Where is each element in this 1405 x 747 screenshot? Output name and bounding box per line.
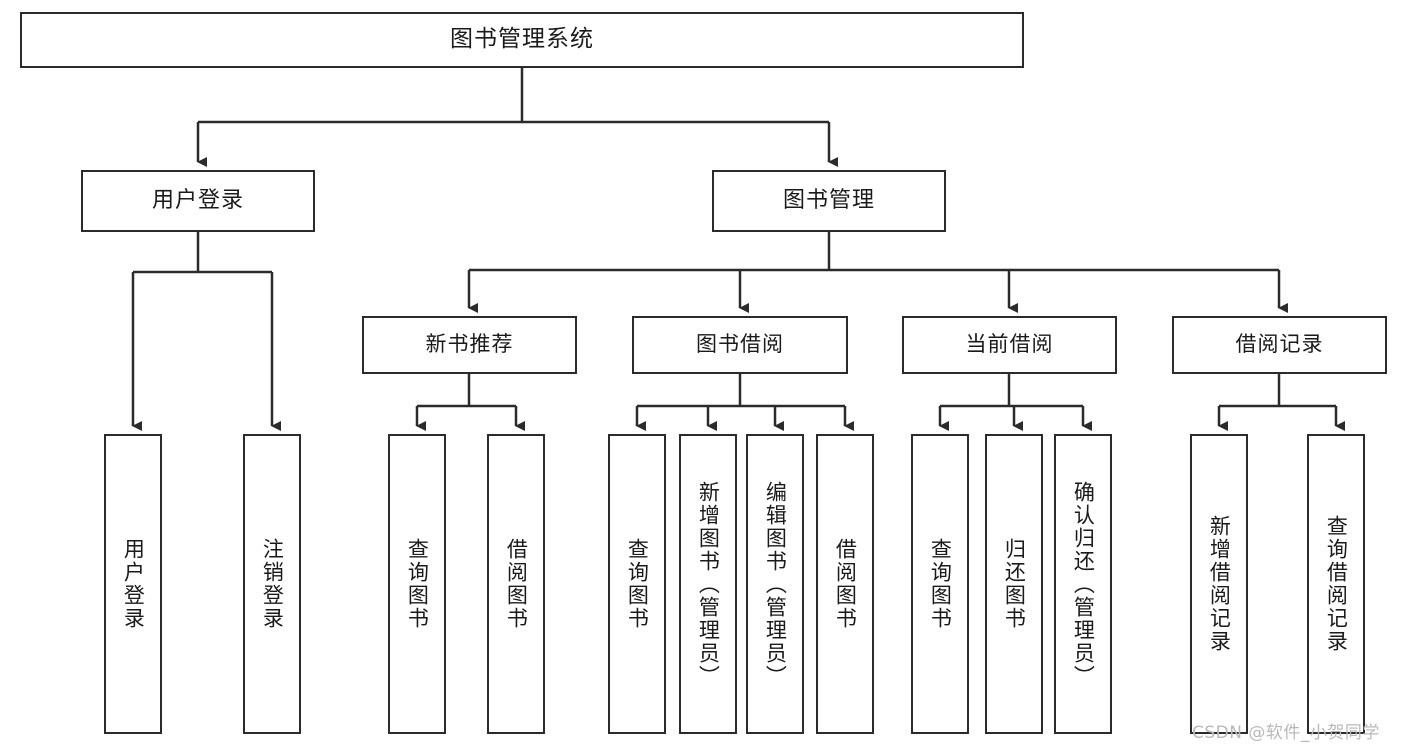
leaf-user-login[interactable]: 用户登录: [104, 434, 162, 734]
leaf-label: 编辑图书（管理员）: [763, 480, 788, 688]
leaf-label: 用户登录: [121, 538, 146, 630]
leaf-label: 借阅图书: [833, 538, 858, 630]
node-label: 图书管理系统: [450, 26, 594, 53]
leaf-logout[interactable]: 注销登录: [243, 434, 301, 734]
leaf-query-books-current[interactable]: 查询图书: [911, 434, 969, 734]
leaf-label: 新增图书（管理员）: [696, 480, 721, 688]
leaf-label: 注销登录: [260, 538, 285, 630]
node-book-borrow[interactable]: 图书借阅: [632, 316, 848, 374]
leaf-label: 查询借阅记录: [1324, 515, 1349, 653]
leaf-borrow-books-recommend[interactable]: 借阅图书: [487, 434, 545, 734]
leaf-borrow-book[interactable]: 借阅图书: [816, 434, 874, 734]
leaf-confirm-return-admin[interactable]: 确认归还（管理员）: [1054, 434, 1112, 734]
leaf-label: 确认归还（管理员）: [1071, 480, 1096, 688]
leaf-label: 查询图书: [405, 538, 430, 630]
node-label: 用户登录: [151, 187, 244, 213]
leaf-add-borrow-record[interactable]: 新增借阅记录: [1190, 434, 1248, 734]
leaf-query-books-recommend[interactable]: 查询图书: [388, 434, 446, 734]
node-current-borrow[interactable]: 当前借阅: [902, 316, 1117, 374]
leaf-label: 新增借阅记录: [1207, 515, 1232, 653]
node-new-book-recommend[interactable]: 新书推荐: [362, 316, 577, 374]
node-root-system[interactable]: 图书管理系统: [20, 12, 1024, 68]
leaf-query-borrow-record[interactable]: 查询借阅记录: [1307, 434, 1365, 734]
node-book-management[interactable]: 图书管理: [712, 170, 946, 232]
node-label: 借阅记录: [1235, 332, 1324, 357]
leaf-return-book[interactable]: 归还图书: [985, 434, 1043, 734]
node-label: 图书借阅: [696, 332, 784, 357]
node-label: 新书推荐: [425, 332, 514, 357]
node-user-login[interactable]: 用户登录: [81, 170, 315, 232]
leaf-add-book-admin[interactable]: 新增图书（管理员）: [679, 434, 737, 734]
node-label: 当前借阅: [965, 332, 1054, 357]
leaf-query-books-borrow[interactable]: 查询图书: [608, 434, 666, 734]
leaf-label: 查询图书: [928, 538, 953, 630]
leaf-label: 归还图书: [1002, 538, 1027, 630]
node-borrow-records[interactable]: 借阅记录: [1172, 316, 1387, 374]
leaf-label: 查询图书: [625, 538, 650, 630]
leaf-label: 借阅图书: [504, 538, 529, 630]
node-label: 图书管理: [782, 187, 875, 213]
leaf-edit-book-admin[interactable]: 编辑图书（管理员）: [746, 434, 804, 734]
csdn-watermark: CSDN @软件_小贺同学: [1192, 723, 1380, 743]
